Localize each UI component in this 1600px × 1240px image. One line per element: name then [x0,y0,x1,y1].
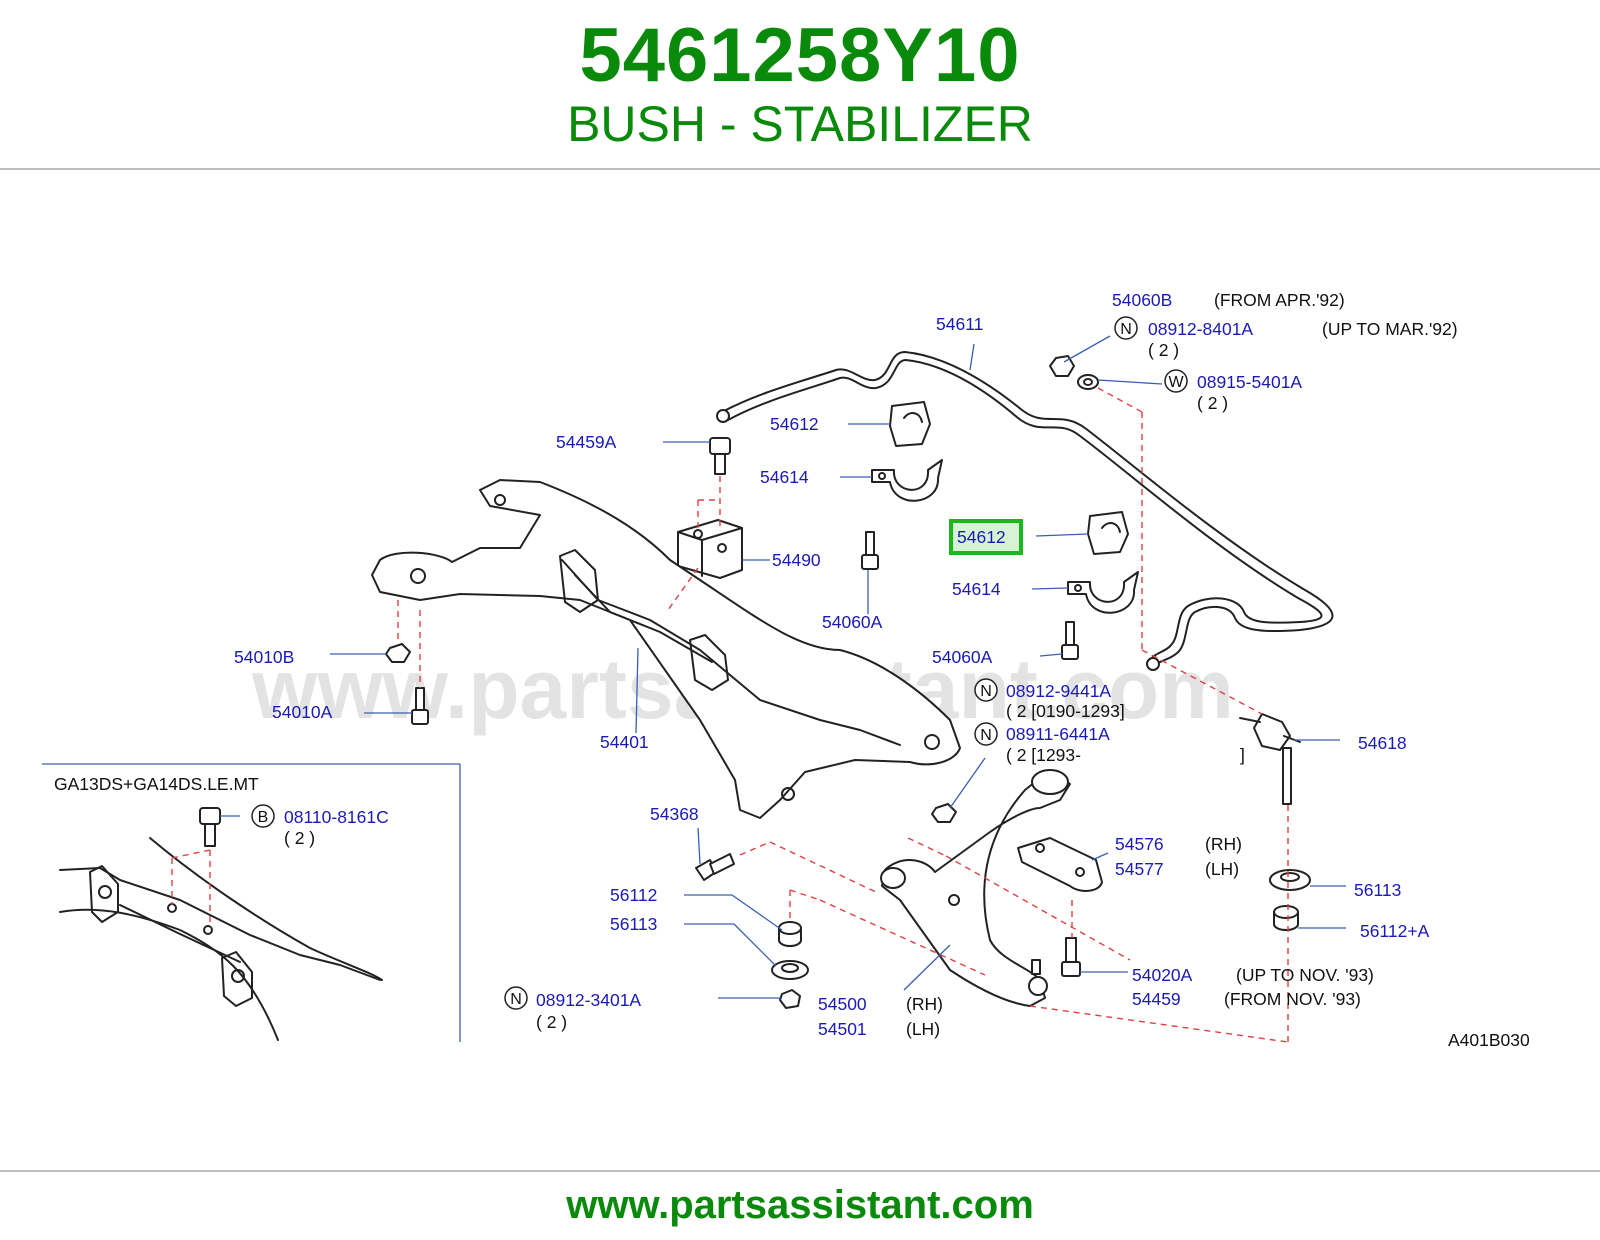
bolt-54459a-drawing [709,437,731,475]
marker-n-9441a: N [974,678,998,702]
note-lh-54501: (LH) [906,1019,940,1039]
label-54459a[interactable]: 54459A [556,432,617,452]
note-up-to-nov93: (UP TO NOV. '93) [1236,965,1374,985]
label-54611[interactable]: 54611 [936,314,983,334]
bolt-54020a-drawing [1061,937,1081,977]
label-08912-9441a[interactable]: 08912-9441A [1006,681,1111,701]
bush-highlight-drawing [1087,511,1129,555]
label-54500[interactable]: 54500 [818,994,867,1014]
label-54576[interactable]: 54576 [1115,834,1164,854]
label-54020a[interactable]: 54020A [1132,965,1193,985]
label-54501[interactable]: 54501 [818,1019,867,1039]
marker-b-8161c: B [251,804,275,828]
label-08912-8401a[interactable]: 08912-8401A [1148,319,1253,339]
qty-8161c: ( 2 ) [284,828,315,848]
marker-n-6441a: N [974,722,998,746]
note-from-apr92: (FROM APR.'92) [1214,290,1345,310]
note-lh-54577: (LH) [1205,859,1239,879]
label-54612-top[interactable]: 54612 [770,414,819,434]
note-from-nov93: (FROM NOV. '93) [1224,989,1361,1009]
label-54612-highlight[interactable]: 54612 [957,527,1006,547]
label-08915-5401a[interactable]: 08915-5401A [1197,372,1302,392]
transverse-link-drawing [880,769,1071,1007]
label-56112a[interactable]: 56112+A [1360,921,1430,941]
bushing-56112-left-drawing [778,921,802,947]
label-54577[interactable]: 54577 [1115,859,1164,879]
part-number-title: 5461258Y10 [579,13,1021,98]
svg-text:N: N [980,727,992,744]
inset-subframe-drawing [59,807,383,1041]
stabilizer-bar-drawing [716,351,1334,671]
label-56112[interactable]: 56112 [610,885,657,905]
mount-block-54490-drawing [677,519,743,579]
leader-lines [220,335,1346,999]
bolt-54060a-b-drawing [1061,621,1079,660]
label-08110-8161c[interactable]: 08110-8161C [284,807,389,827]
part-name-subtitle: BUSH - STABILIZER [567,96,1033,152]
qty-8401a: ( 2 ) [1148,340,1179,360]
label-54614-top[interactable]: 54614 [760,467,809,487]
label-54459[interactable]: 54459 [1132,989,1181,1009]
bush-top-drawing [889,401,931,447]
assembly-dashed-lines [171,387,1289,1043]
svg-text:N: N [1120,321,1132,338]
washer-56113-right-drawing [1269,869,1311,891]
svg-text:B: B [258,809,269,826]
qty-3401a: ( 2 ) [536,1012,567,1032]
nut-washer-drawing [1049,355,1099,390]
qty-9441a: ( 2 [0190-1293] [1006,701,1125,721]
marker-n-3401a: N [504,986,528,1010]
label-54401[interactable]: 54401 [600,732,649,752]
washer-56113-left-drawing [771,960,809,980]
nut-3401a-drawing [779,989,801,1009]
label-54010b[interactable]: 54010B [234,647,294,667]
bracket-close-6441a: ] [1240,745,1245,765]
footer-divider [0,1170,1600,1172]
qty-6441a: ( 2 [1293- [1006,745,1081,765]
note-up-to-mar92: (UP TO MAR.'92) [1322,319,1458,339]
label-54060a-b[interactable]: 54060A [932,647,993,667]
footer-url[interactable]: www.partsassistant.com [566,1183,1034,1227]
svg-text:N: N [980,683,992,700]
label-54490[interactable]: 54490 [772,550,821,570]
header-divider [0,168,1600,170]
bolt-54060a-a-drawing [861,531,879,570]
inset-frame [42,763,461,1042]
label-56113-left[interactable]: 56113 [610,914,657,934]
clamp-mid-drawing [1067,571,1139,614]
subframe-drawing [371,479,961,819]
label-54618[interactable]: 54618 [1358,733,1407,753]
figure-code: A401B030 [1448,1030,1530,1050]
label-54010a[interactable]: 54010A [272,702,333,722]
selected-part-highlight[interactable] [949,519,1023,555]
clamp-top-drawing [871,459,943,502]
note-rh-54500: (RH) [906,994,943,1014]
inset-title: GA13DS+GA14DS.LE.MT [54,774,259,794]
note-rh-54576: (RH) [1205,834,1242,854]
bolt-54010a-drawing [411,687,429,725]
label-54614-mid[interactable]: 54614 [952,579,1001,599]
marker-n-8401a: N [1114,316,1138,340]
label-08911-6441a[interactable]: 08911-6441A [1006,724,1110,744]
qty-5401a: ( 2 ) [1197,393,1228,413]
bushing-56112a-drawing [1273,905,1299,931]
label-56113-right[interactable]: 56113 [1354,880,1401,900]
label-54060b[interactable]: 54060B [1112,290,1172,310]
marker-w-5401a: W [1164,369,1188,393]
bracket-54576-drawing [1017,837,1103,892]
svg-text:N: N [510,991,522,1008]
label-08912-3401a[interactable]: 08912-3401A [536,990,641,1010]
label-54060a-a[interactable]: 54060A [822,612,883,632]
stabilizer-link-drawing [1239,713,1301,805]
nut-6441a-drawing [931,803,957,823]
bolt-54368-drawing [695,853,735,881]
svg-text:W: W [1168,374,1184,391]
label-54368[interactable]: 54368 [650,804,699,824]
